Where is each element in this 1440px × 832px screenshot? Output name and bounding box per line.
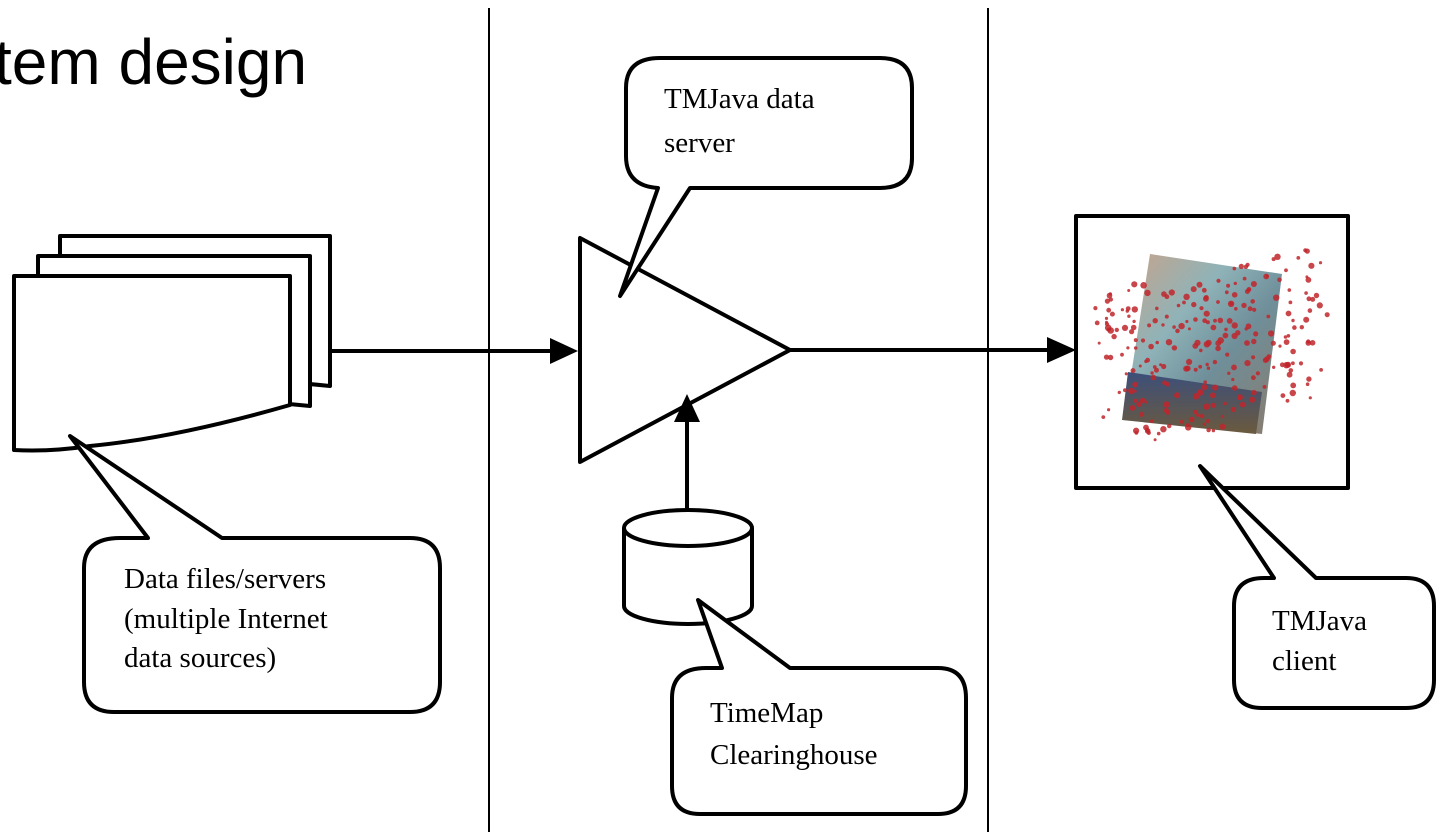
callout-client: TMJava client bbox=[1198, 464, 1436, 710]
data-sources-icon bbox=[12, 234, 332, 453]
arrow-server-to-client bbox=[788, 337, 1076, 363]
client-label-line-2: client bbox=[1272, 645, 1336, 677]
server-label-line-2: server bbox=[664, 127, 735, 159]
client-label-line-1: TMJava bbox=[1272, 605, 1367, 637]
sources-label-line-1: Data files/servers bbox=[124, 563, 326, 595]
database-cylinder-icon bbox=[622, 508, 754, 626]
callout-clearinghouse: TimeMap Clearinghouse bbox=[670, 598, 968, 816]
clearinghouse-label-line-2: Clearinghouse bbox=[710, 739, 878, 771]
map-image bbox=[1093, 248, 1330, 442]
map-data-points bbox=[1093, 248, 1330, 442]
clearinghouse-label-line-1: TimeMap bbox=[710, 697, 823, 729]
client-window-icon bbox=[1074, 214, 1350, 490]
slide-title: tem design bbox=[0, 26, 307, 98]
callout-server: TMJava data server bbox=[618, 56, 914, 298]
arrow-clearinghouse-to-server bbox=[674, 394, 700, 520]
callout-data-sources: Data files/servers (multiple Internet da… bbox=[68, 434, 442, 714]
sources-label-line-2: (multiple Internet bbox=[124, 603, 328, 635]
server-label-line-1: TMJava data bbox=[664, 83, 815, 115]
sources-label-line-3: data sources) bbox=[124, 642, 276, 674]
arrow-sources-to-server bbox=[328, 338, 578, 364]
